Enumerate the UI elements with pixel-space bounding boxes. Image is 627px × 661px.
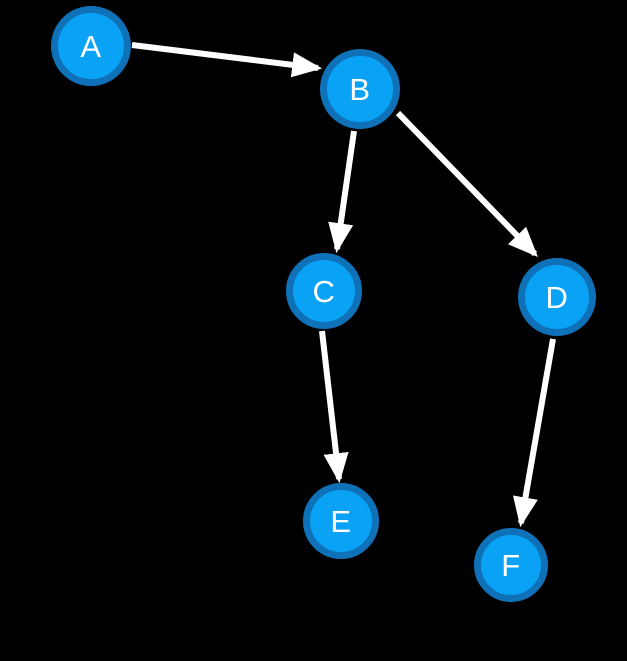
- edge-group: [131, 42, 556, 528]
- graph-edge-a-b: [131, 42, 323, 78]
- graph-edge-d-f: [513, 338, 556, 528]
- graph-node-b[interactable]: B: [320, 49, 400, 129]
- graph-node-label: B: [349, 71, 371, 107]
- graph-node-f[interactable]: F: [474, 528, 548, 602]
- graph-node-label: A: [80, 28, 102, 64]
- graph-node-label: E: [330, 503, 352, 539]
- graph-node-a[interactable]: A: [51, 6, 131, 86]
- graph-edge-b-c: [328, 130, 357, 254]
- graph-node-label: C: [312, 273, 336, 309]
- graph-node-label: F: [501, 547, 521, 583]
- graph-edge-b-d: [395, 110, 538, 258]
- graph-node-e[interactable]: E: [303, 483, 379, 559]
- graph-node-label: D: [545, 279, 569, 315]
- graph-edge-c-e: [319, 330, 349, 484]
- graph-node-d[interactable]: D: [518, 258, 596, 336]
- graph-node-c[interactable]: C: [286, 253, 362, 329]
